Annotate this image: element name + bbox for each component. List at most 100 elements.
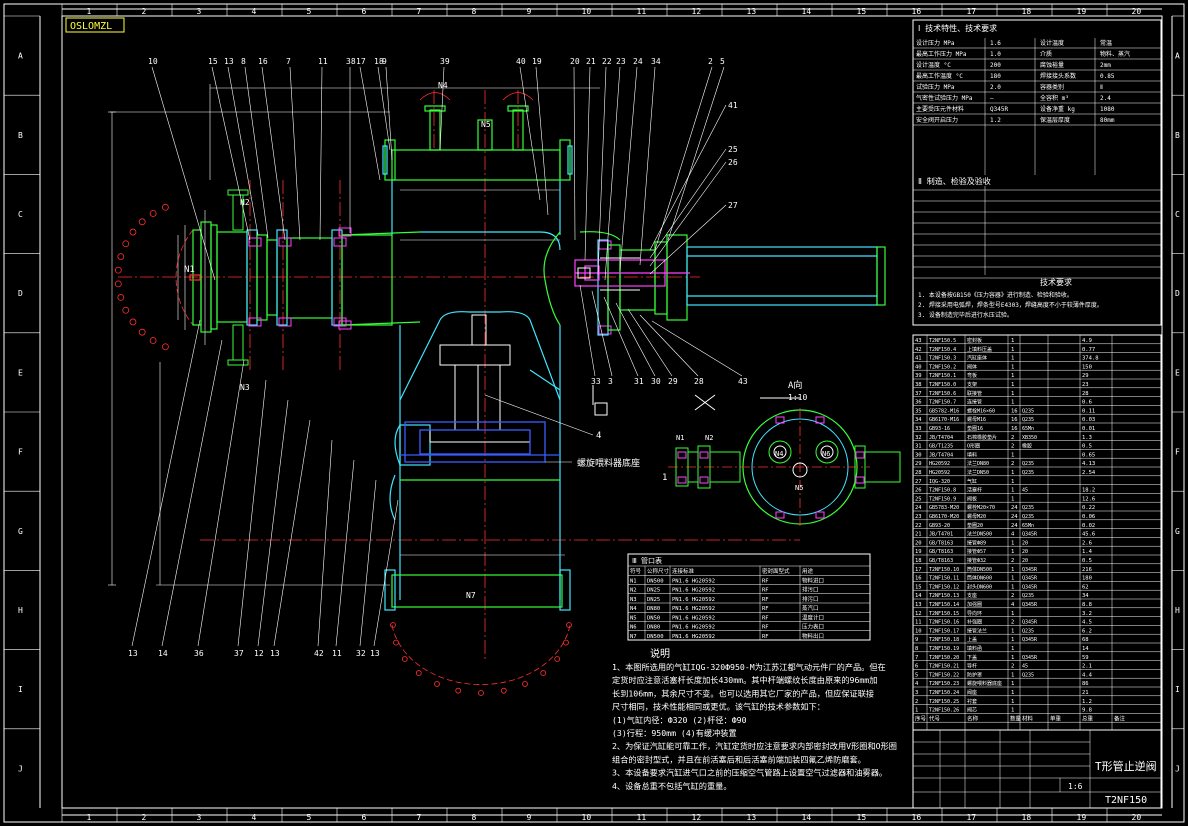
bom-code: GB93-20 <box>929 523 950 529</box>
bom-qty: 4 <box>1011 532 1015 538</box>
bom-material: Q345R <box>1022 532 1038 538</box>
bom-weight: 68 <box>1082 637 1089 643</box>
bom-code: T2NF150.26 <box>929 708 959 714</box>
bom-no: 22 <box>915 523 922 529</box>
bom-weight: 4.5 <box>1082 620 1092 626</box>
explanation-line: (3)行程：950mm (4)有缓冲装置 <box>612 728 737 738</box>
spec-section2: Ⅱ 制造、检验及验收 <box>918 176 991 186</box>
bom-material: XB350 <box>1022 435 1037 441</box>
bom-name: 导杆 <box>967 663 977 670</box>
bom-qty: 1 <box>1011 655 1014 661</box>
bom-qty: 1 <box>1011 611 1014 617</box>
frame-col-bottom: 1 <box>87 813 92 822</box>
bom-qty: 24 <box>1011 514 1018 520</box>
spec-row-label2: 保温层厚度 <box>1040 116 1070 124</box>
bom-code: T2NF150.4 <box>929 347 956 353</box>
frame-row-left: F <box>18 448 23 457</box>
bom-code: T2NF150.7 <box>929 400 956 406</box>
bom-weight: 8.8 <box>1082 602 1092 608</box>
spec-row-value: 1.2 <box>990 117 1001 124</box>
nozzle-header: 符号 <box>630 567 642 575</box>
frame-row-left: G <box>18 527 23 536</box>
bom-qty: 1 <box>1011 488 1014 494</box>
callout-leaders <box>131 66 743 647</box>
lower-outlet-section <box>384 474 571 611</box>
bom-no: 7 <box>915 655 918 661</box>
frame-col-bottom: 16 <box>912 813 922 822</box>
nozzle-label-n3: N3 <box>240 383 250 392</box>
bom-code: T2NF150.25 <box>929 699 959 705</box>
bom-weight: 1.3 <box>1082 435 1092 441</box>
frame-col-bottom: 15 <box>857 813 867 822</box>
frame-col-top: 17 <box>967 7 977 16</box>
bom-qty: 1 <box>1011 356 1014 362</box>
bom-name: 导向环 <box>967 610 982 617</box>
nozzle-label-n2: N2 <box>240 198 250 207</box>
bom-no: 15 <box>915 584 922 590</box>
bom-code: T2NF150.0 <box>929 382 956 388</box>
frame-col-top: 18 <box>1022 7 1032 16</box>
bom-no: 11 <box>915 620 922 626</box>
bom-weight: 1.2 <box>1082 699 1092 705</box>
bom-qty: 24 <box>1011 523 1018 529</box>
frame-col-bottom: 6 <box>362 813 367 822</box>
bom-qty: 1 <box>1011 576 1014 582</box>
main-assembly-view <box>108 84 886 696</box>
bom-weight: 0.01 <box>1082 426 1095 432</box>
spec-row-label2: 介质 <box>1040 50 1052 58</box>
callout-bottom-right: 29 <box>668 377 678 386</box>
callout-top: 23 <box>616 57 626 66</box>
nozzle-n2-n3 <box>227 189 249 366</box>
callout-top: 7 <box>286 57 291 66</box>
nozzle-label-n4: N4 <box>438 81 448 90</box>
bom-name: 筒体DN600 <box>967 575 992 582</box>
nozzle-cell: PN1.6 HG20592 <box>672 578 715 584</box>
frame-col-top: 12 <box>692 7 702 16</box>
bom-weight: 0.6 <box>1082 400 1092 406</box>
bom-header: 名称 <box>967 714 979 722</box>
bom-code: T2NF150.14 <box>929 602 959 608</box>
callout-bottom-left: 13 <box>128 649 138 658</box>
bom-code: HG20592 <box>929 470 950 476</box>
frame-col-bottom: 20 <box>1132 813 1142 822</box>
bom-material: Q235 <box>1022 470 1034 476</box>
bom-code: GB6170-M20 <box>929 514 959 520</box>
nozzle-cell: N3 <box>630 597 637 603</box>
bom-no: 43 <box>915 338 922 344</box>
bom-material: Q345R <box>1022 567 1038 573</box>
bom-weight: 18.2 <box>1082 488 1095 494</box>
left-inlet-flanges <box>189 221 421 333</box>
frame-col-top: 16 <box>912 7 922 16</box>
a-view-n2: N2 <box>705 434 713 442</box>
bom-qty: 1 <box>1011 496 1014 502</box>
bom-qty: 2 <box>1011 444 1014 450</box>
nozzle-cell: RF <box>762 634 769 640</box>
frame-row-left: C <box>18 210 23 219</box>
bom-weight: 216 <box>1082 567 1092 573</box>
spec-row-label: 设计温度 °C <box>916 61 951 69</box>
spec-row-label: 安全阀开启压力 <box>916 116 958 124</box>
bom-weight: 59 <box>1082 655 1089 661</box>
spec-row-label2: 全容积 m³ <box>1040 94 1069 102</box>
bom-no: 30 <box>915 452 922 458</box>
a-view-scale: 1:10 <box>788 393 807 402</box>
spec-row-label: 最高工作温度 °C <box>916 72 963 80</box>
bom-weight: 0.02 <box>1082 523 1095 529</box>
bom-no: 40 <box>915 364 922 370</box>
bom-name: 汽缸座体 <box>967 355 987 362</box>
bom-code: T2NF150.1 <box>929 373 956 379</box>
bom-header: 代号 <box>929 714 941 722</box>
nozzle-cell: PN1.6 HG20592 <box>672 625 715 631</box>
bom-weight: 0.5 <box>1082 444 1092 450</box>
nozzle-table-title: Ⅲ 管口表 <box>632 556 662 565</box>
bom-code: T2NF150.15 <box>929 611 959 617</box>
flange-bolts <box>248 227 612 335</box>
spec-note: 3. 设备制造完毕后进行水压试验。 <box>918 311 1013 319</box>
callout-top: 19 <box>532 57 542 66</box>
frame-row-left: H <box>18 606 23 615</box>
bom-code: GB/T1235 <box>929 444 953 450</box>
callout-right: 41 <box>728 101 738 110</box>
